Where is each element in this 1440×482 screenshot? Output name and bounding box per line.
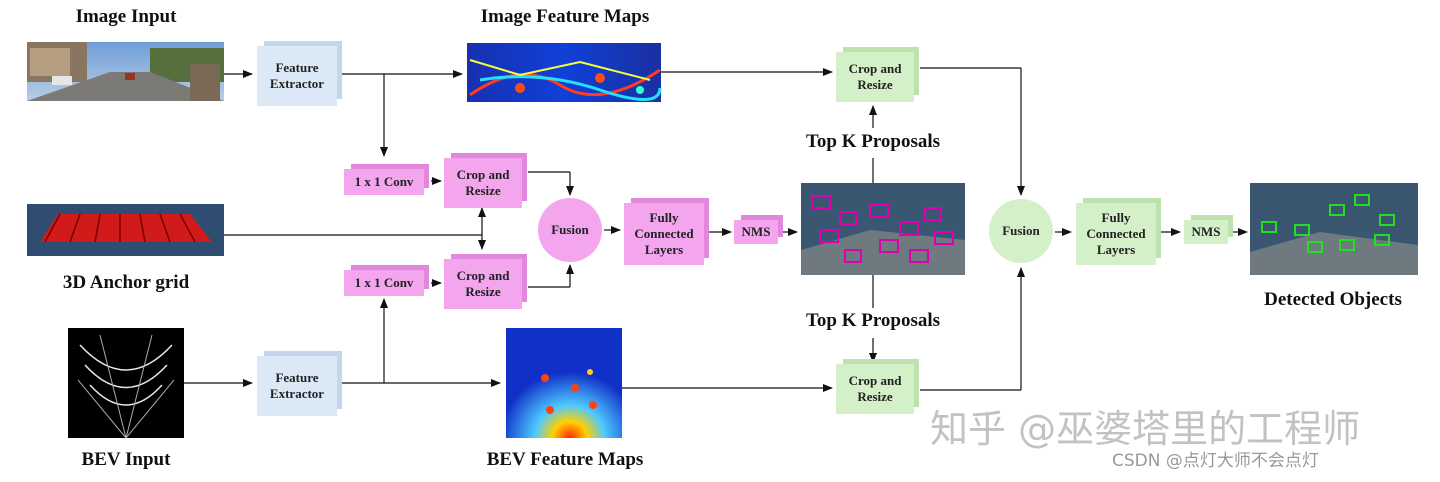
image-feature-maps-label: Image Feature Maps — [480, 6, 650, 27]
bev-input-image — [68, 328, 184, 439]
nms-1: NMS — [734, 220, 778, 244]
image-input-photo — [27, 42, 224, 101]
image-input-label: Image Input — [75, 6, 177, 27]
image-feature-map — [467, 43, 662, 102]
zhihu-watermark: 知乎 @巫婆塔里的工程师 — [930, 407, 1361, 451]
anchor-grid-image — [27, 204, 224, 256]
conv-1x1-top: 1 x 1 Conv — [344, 169, 424, 195]
connectors — [184, 67, 1248, 392]
detected-objects-image — [1250, 183, 1418, 275]
fusion-circle-1: Fusion — [538, 198, 602, 262]
bev-feature-maps-label: BEV Feature Maps — [486, 449, 644, 470]
csdn-watermark: CSDN @点灯大师不会点灯 — [1112, 451, 1319, 471]
fusion-circle-2: Fusion — [989, 199, 1053, 263]
bev-feature-map — [506, 328, 622, 438]
anchor-grid-label: 3D Anchor grid — [62, 272, 190, 293]
top-k-proposals-upper-label: Top K Proposals — [805, 131, 941, 152]
detected-objects-label: Detected Objects — [1264, 289, 1402, 310]
nms-2: NMS — [1184, 220, 1228, 244]
conv-1x1-bottom: 1 x 1 Conv — [344, 270, 424, 296]
top-k-proposals-image — [801, 183, 965, 275]
top-k-proposals-lower-label: Top K Proposals — [805, 310, 941, 331]
bev-input-label: BEV Input — [81, 449, 171, 470]
